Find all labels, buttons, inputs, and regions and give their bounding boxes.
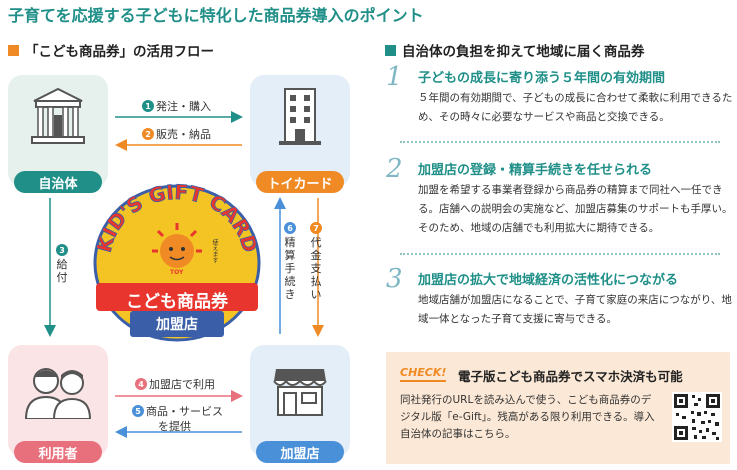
step-5-badge: 5 [132, 405, 144, 417]
store-label: 加盟店 [256, 441, 344, 463]
step-4-text: 加盟店で利用 [149, 378, 215, 391]
point-2-body: 加盟を希望する事業者登録から商品券の精算まで同社へ一任できる。店舗への説明会の実… [418, 184, 733, 234]
point-3-body: 地域店舗が加盟店になることで、子育て家庭の来店につながり、地域一体となった子育て… [418, 294, 732, 325]
step-7-label: 7 代金支払い [310, 222, 322, 301]
step-5-label: 5 商品・サービス [132, 403, 223, 419]
user-label: 利用者 [14, 441, 102, 463]
office-building-icon [279, 88, 321, 145]
municipality-node: 自治体 [8, 75, 108, 193]
point-3-number: 3 [386, 264, 403, 294]
step-2-badge: 2 [142, 128, 154, 140]
heading-marker-icon [385, 44, 396, 56]
logo-toy-text: TOY [170, 269, 184, 276]
point-3-title: 加盟店の拡大で地域経済の活性化につながる [418, 273, 679, 288]
logo-member-text: 加盟店 [156, 317, 198, 333]
step-1-label: 1 発注・購入 [142, 98, 211, 114]
logo-tag-text: 使えます [211, 239, 218, 263]
step-2-text: 販売・納品 [156, 128, 211, 141]
toycard-node: トイカード [250, 75, 350, 193]
benefit-section-heading: 自治体の負担を抑えて地域に届く商品券 [385, 40, 644, 60]
point-2-number: 2 [386, 154, 403, 184]
step-4-badge: 4 [135, 378, 147, 390]
toycard-label: トイカード [256, 171, 344, 193]
shop-icon [273, 369, 327, 416]
logo-main-text: こども商品券 [126, 292, 228, 312]
point-1-title: 子どもの成長に寄り添う５年間の有効期間 [418, 71, 666, 86]
step-5-text: 商品・サービス [146, 405, 223, 418]
kids-gift-card-logo: KID'S GIFT CARD こども商品券 加盟店 使えます TOY [91, 179, 263, 343]
step-5-text-cont: を提供 [158, 420, 191, 433]
step-1-badge: 1 [142, 100, 154, 112]
point-1-number: 1 [386, 62, 403, 92]
divider [400, 141, 720, 143]
qr-code-icon[interactable] [672, 392, 722, 442]
heading-marker-icon [8, 44, 19, 56]
check-tag: CHECK! [400, 366, 447, 382]
step-4-label: 4 加盟店で利用 [135, 376, 215, 392]
check-title: 電子版こども商品券でスマホ決済も可能 [458, 369, 683, 384]
point-1-body: ５年間の有効期間で、子どもの成長に合わせて柔軟に利用できるため、その時々に必要な… [418, 92, 733, 123]
step-7-badge: 7 [310, 222, 322, 234]
step-6-badge: 6 [284, 222, 296, 234]
city-hall-icon [31, 87, 85, 144]
point-2-title: 加盟店の登録・精算手続きを任せられる [418, 163, 653, 178]
check-body: 同社発行のURLを読み込んで使う、こども商品券のデジタル版「e-Gift」。残高… [400, 394, 655, 440]
family-icon [24, 368, 92, 419]
step-3-badge: 3 [56, 244, 68, 256]
step-3-char-2: 付 [56, 271, 68, 284]
user-node: 利用者 [8, 345, 108, 463]
flow-section-heading: 「こども商品券」の活用フロー [8, 40, 214, 60]
step-3-char-1: 給 [56, 258, 68, 271]
step-3-label: 3 給 付 [56, 244, 68, 284]
flow-section-title: 「こども商品券」の活用フロー [25, 44, 214, 60]
gift-card-emblem: KID'S GIFT CARD [91, 179, 263, 342]
store-node: 加盟店 [250, 345, 350, 463]
benefit-section-title: 自治体の負担を抑えて地域に届く商品券 [402, 44, 645, 60]
municipality-label: 自治体 [14, 171, 102, 193]
page-title: 子育てを応援する子どもに特化した商品券導入のポイント [8, 6, 424, 25]
check-callout: CHECK! 電子版こども商品券でスマホ決済も可能 同社発行のURLを読み込んで… [386, 352, 730, 464]
step-2-label: 2 販売・納品 [142, 126, 211, 142]
step-1-text: 発注・購入 [156, 100, 211, 113]
divider [400, 253, 720, 255]
step-6-label: 6 精算手続き [284, 222, 296, 301]
